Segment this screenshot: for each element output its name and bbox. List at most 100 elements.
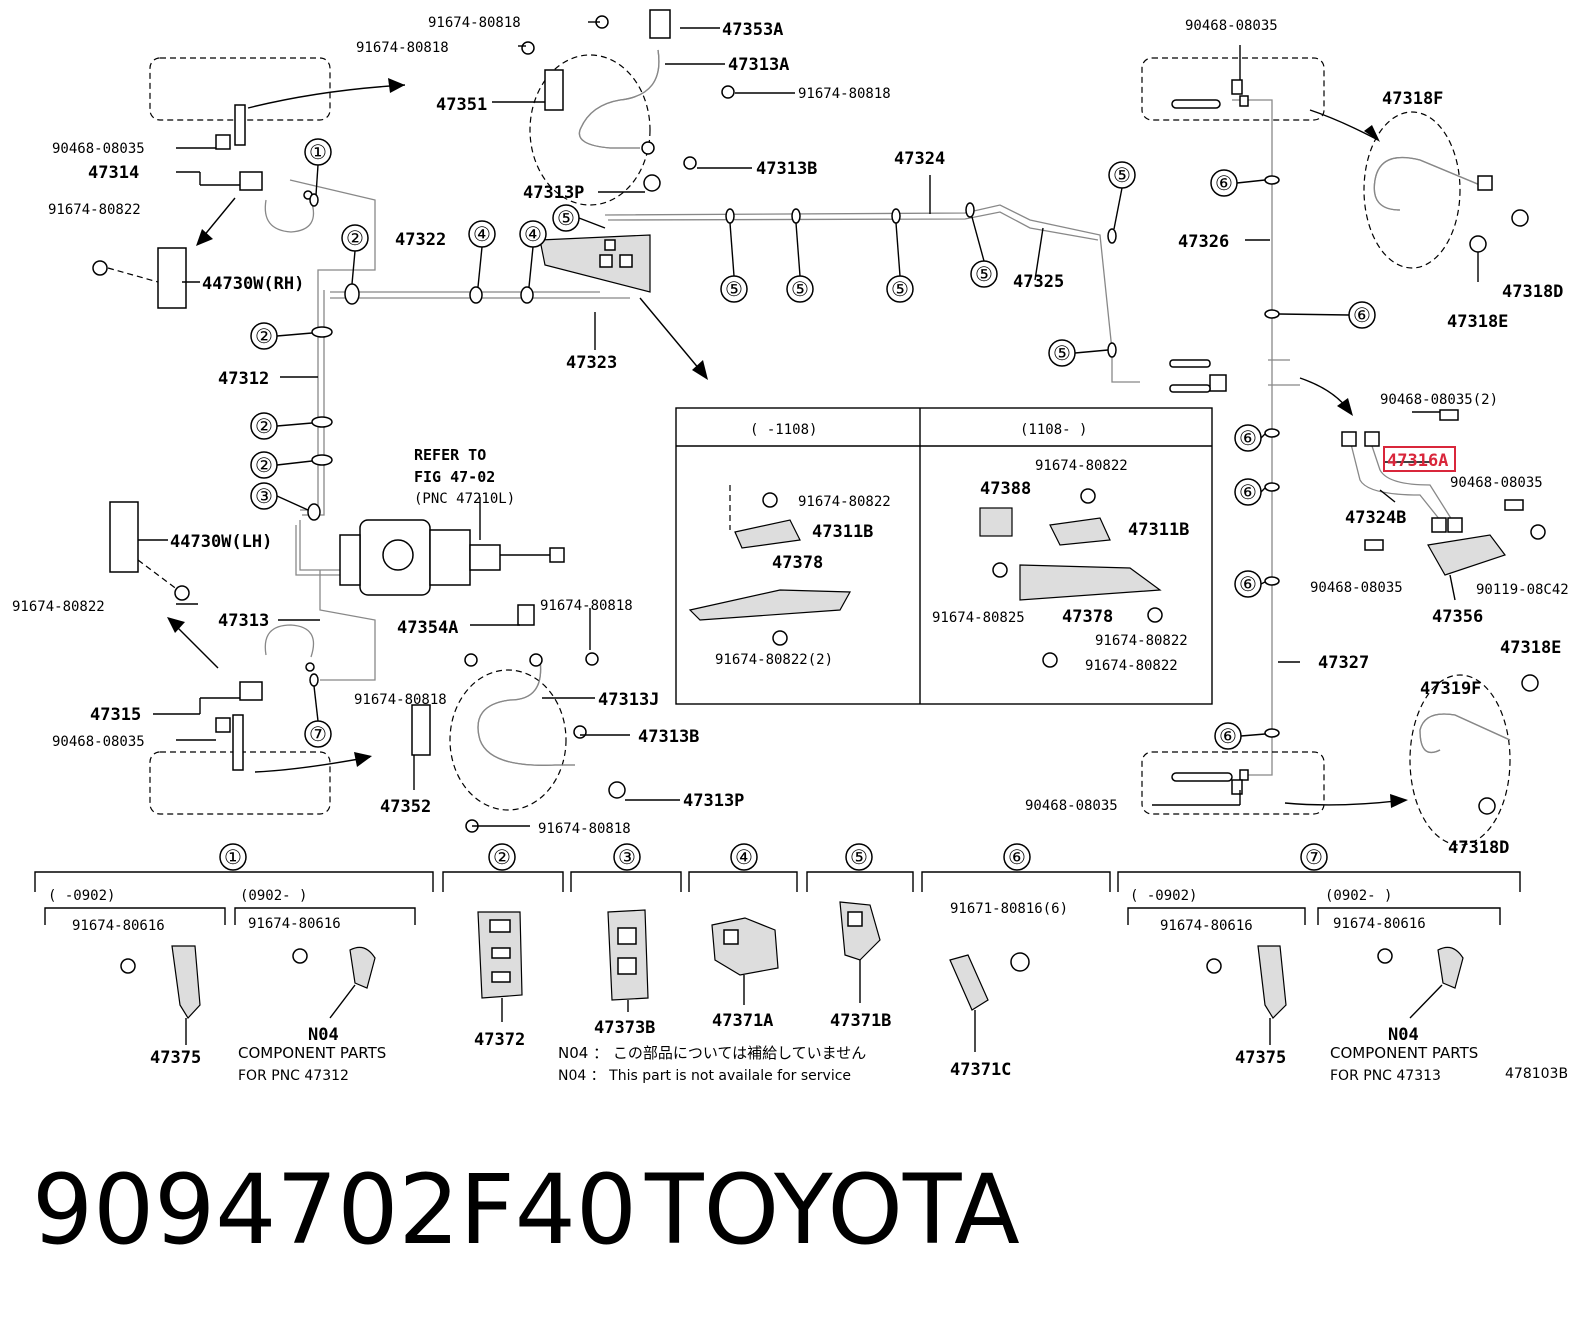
- svg-text:⑤: ⑤: [1053, 341, 1071, 365]
- svg-text:④: ④: [473, 222, 491, 246]
- label-47313: 47313: [218, 611, 269, 631]
- clip-callouts: ① ② ④ ④ ⑤ ⑤ ⑤ ⑤ ⑤ ⑤ ⑤ ② ② ② ③ ⑦ ⑥ ⑥ ⑥ ⑥ …: [250, 138, 1376, 750]
- g1-right-part: N04: [308, 1025, 339, 1045]
- label-47324B: 47324B: [1345, 508, 1406, 528]
- svg-text:⑤: ⑤: [557, 206, 575, 230]
- svg-text:②: ②: [255, 324, 273, 348]
- svg-text:④: ④: [524, 222, 542, 246]
- label-47313J: 47313J: [598, 690, 659, 710]
- callout-5-g: ⑤: [1048, 339, 1109, 367]
- clip-legend: ① ( -0902) (0902- ) 91674-80616 91674-80…: [34, 843, 1568, 1084]
- label-47356: 47356: [1432, 607, 1483, 627]
- label-47323: 47323: [566, 353, 617, 373]
- front-hose-bottom: [411, 604, 626, 833]
- svg-text:⑥: ⑥: [1239, 480, 1257, 504]
- callout-4-b: ④: [519, 220, 547, 288]
- svg-text:①: ①: [224, 845, 242, 869]
- callout-5-d: ⑤: [886, 222, 914, 303]
- master-cylinder: [339, 519, 565, 596]
- figure-code: 478103B: [1505, 1066, 1568, 1082]
- footer-part-number: 9094702F40: [32, 1154, 637, 1266]
- inset-right-header: (1108- ): [1020, 422, 1087, 438]
- highlight-47316A: [1383, 446, 1456, 472]
- arrow-to-hose-bottom: [254, 756, 371, 773]
- svg-text:①: ①: [309, 140, 327, 164]
- svg-text:⑦: ⑦: [1305, 845, 1323, 869]
- label-91674-80822-a: 91674-80822: [48, 202, 141, 218]
- svg-text:⑤: ⑤: [1113, 163, 1131, 187]
- legend-group-7: ⑦ ( -0902) (0902- ) 91674-80616 91674-80…: [1117, 843, 1568, 1084]
- label-91674-80818-b: 91674-80818: [356, 40, 449, 56]
- junction-block: [539, 234, 708, 380]
- label-47325: 47325: [1013, 272, 1064, 292]
- bracket-variant-inset: ( -1108) (1108- ) 91674-80822 47311B 473…: [675, 407, 1213, 705]
- svg-text:③: ③: [618, 845, 636, 869]
- label-47313B-a: 47313B: [756, 159, 817, 179]
- label-90468-08035-2: 90468-08035(2): [1380, 392, 1498, 408]
- svg-text:⑥: ⑥: [1219, 724, 1237, 748]
- svg-text:②: ②: [493, 845, 511, 869]
- g7-component-line-2: FOR PNC 47313: [1330, 1068, 1441, 1084]
- label-90468-08035-c: 90468-08035: [1185, 18, 1278, 34]
- label-91674-80818-a: 91674-80818: [428, 15, 521, 31]
- callout-6-b: ⑥: [1278, 301, 1376, 329]
- label-47352: 47352: [380, 797, 431, 817]
- refer-line-1: REFER TO: [414, 446, 486, 464]
- g5-part: 47371B: [830, 1011, 891, 1031]
- legend-group-6: ⑥ 91671-80816(6) 47371C: [921, 843, 1111, 1080]
- callout-5-f: ⑤: [1108, 161, 1136, 230]
- svg-text:⑥: ⑥: [1239, 572, 1257, 596]
- svg-text:⑤: ⑤: [975, 262, 993, 286]
- inset-left-header: ( -1108): [750, 422, 817, 438]
- callout-3: ③: [250, 482, 309, 511]
- label-47313P-a: 47313P: [523, 183, 584, 203]
- g7-left-bolt: 91674-80616: [1160, 918, 1253, 934]
- g6-part: 47371C: [950, 1060, 1011, 1080]
- label-47353A: 47353A: [722, 20, 783, 40]
- g2-part: 47372: [474, 1030, 525, 1050]
- callout-5-c: ⑤: [786, 222, 814, 303]
- label-47313B-b: 47313B: [638, 727, 699, 747]
- callout-5-e: ⑤: [970, 216, 998, 288]
- svg-text:④: ④: [735, 845, 753, 869]
- g7-left-range: ( -0902): [1130, 888, 1197, 904]
- callout-6-a: ⑥: [1210, 169, 1266, 197]
- label-47351: 47351: [436, 95, 487, 115]
- svg-text:⑥: ⑥: [1353, 303, 1371, 327]
- leaders: [138, 21, 1479, 827]
- label-91674-80822-b: 91674-80822: [12, 599, 105, 615]
- label-44730W-RH: 44730W(RH): [202, 274, 304, 294]
- front-left-area: [149, 57, 406, 815]
- g7-right-part: N04: [1388, 1025, 1419, 1045]
- label-47314: 47314: [88, 163, 139, 183]
- g3-part: 47373B: [594, 1018, 655, 1038]
- inset-right-bolt-c: 91674-80822: [1085, 658, 1178, 674]
- rear-right-area: [1141, 57, 1546, 846]
- label-47322: 47322: [395, 230, 446, 250]
- legend-group-1: ① ( -0902) (0902- ) 91674-80616 91674-80…: [34, 843, 434, 1084]
- refer-line-2: FIG 47-02: [414, 468, 495, 486]
- label-90468-08035-a: 90468-08035: [52, 141, 145, 157]
- callout-5-b: ⑤: [720, 222, 748, 303]
- g1-left-range: ( -0902): [48, 888, 115, 904]
- inset-right-47388: 47388: [980, 479, 1031, 499]
- inset-right-47311B: 47311B: [1128, 520, 1189, 540]
- label-91674-80818-e: 91674-80818: [354, 692, 447, 708]
- label-47313P-b: 47313P: [683, 791, 744, 811]
- legend-group-4: ④ 47371A: [688, 843, 798, 1031]
- inset-left-bolt-2: 91674-80822(2): [715, 652, 833, 668]
- callout-2-c: ②: [250, 412, 313, 440]
- g1-right-bolt: 91674-80616: [248, 916, 341, 932]
- g1-right-range: (0902- ): [240, 888, 307, 904]
- g1-component-line-2: FOR PNC 47312: [238, 1068, 349, 1084]
- inset-right-bolt-b: 91674-80822: [1095, 633, 1188, 649]
- callout-6-c: ⑥: [1234, 424, 1266, 452]
- g7-right-range: (0902- ): [1325, 888, 1392, 904]
- inset-left-47378: 47378: [772, 553, 823, 573]
- svg-text:⑤: ⑤: [725, 277, 743, 301]
- label-47327: 47327: [1318, 653, 1369, 673]
- label-47318D-a: 47318D: [1502, 282, 1563, 302]
- pipe-clips: [307, 175, 1280, 738]
- callout-6-e: ⑥: [1234, 570, 1266, 598]
